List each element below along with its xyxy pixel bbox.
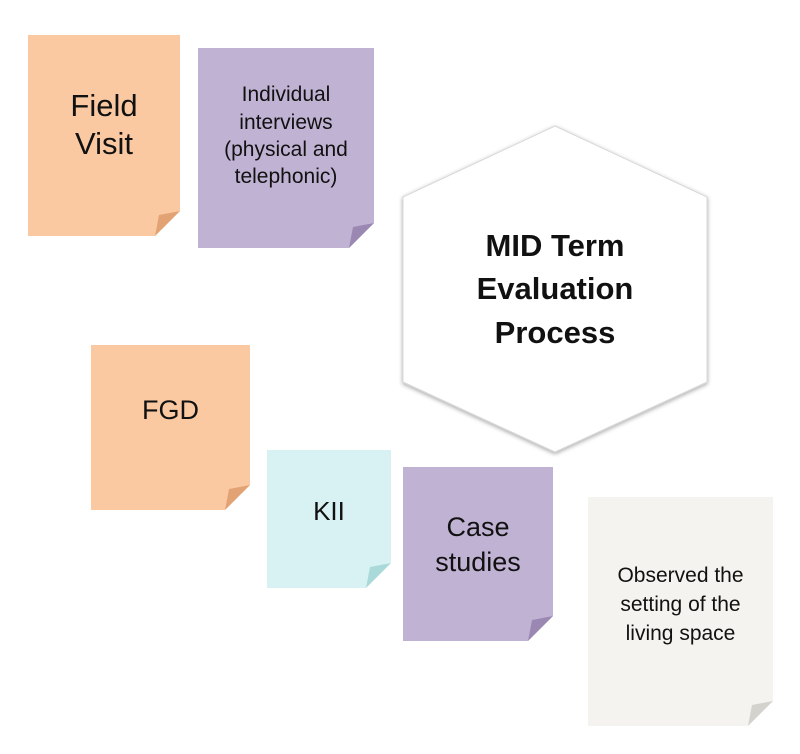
- note-line: setting of the: [620, 593, 741, 617]
- note-kii: KII: [267, 450, 391, 588]
- note-fold-corner: [366, 563, 391, 588]
- note-individual-interviews: Individual interviews (physical and tele…: [198, 48, 374, 248]
- note-line: Field: [70, 87, 138, 123]
- center-hexagon: [398, 122, 714, 458]
- sticky-note-shape: [403, 467, 553, 641]
- note-line: telephonic): [234, 165, 338, 189]
- center-title-line: Process: [494, 314, 616, 350]
- sticky-note-shape: [198, 48, 374, 248]
- note-observation: Observed the setting of the living space: [588, 497, 773, 726]
- sticky-note-shape: [588, 497, 773, 726]
- center-title-line: MID Term: [485, 227, 625, 263]
- note-line: Observed the: [617, 564, 744, 588]
- note-case-studies: Case studies: [403, 467, 553, 641]
- hexagon-shape: [402, 125, 708, 453]
- note-line: KII: [313, 496, 345, 527]
- note-body: [588, 497, 773, 726]
- note-line: Case: [446, 512, 510, 543]
- note-line: Individual: [241, 83, 331, 107]
- note-line: Visit: [74, 125, 133, 161]
- note-line: living space: [625, 621, 736, 645]
- note-body: [28, 35, 180, 236]
- note-line: studies: [435, 547, 521, 577]
- sticky-note-shape: [28, 35, 180, 236]
- note-line: interviews: [239, 110, 333, 134]
- sticky-note-shape: [91, 345, 250, 510]
- note-body: [198, 48, 374, 248]
- note-field-visit: Field Visit: [28, 35, 180, 236]
- note-fold-corner: [349, 223, 374, 248]
- note-fgd: FGD: [91, 345, 250, 510]
- note-fold-corner: [155, 211, 180, 236]
- note-fold-corner: [225, 485, 250, 510]
- note-body: [91, 345, 250, 510]
- center-title-line: Evaluation: [476, 271, 634, 307]
- note-body: [403, 467, 553, 641]
- center-title: MID Term Evaluation Process: [403, 126, 707, 452]
- note-fold-corner: [528, 616, 553, 641]
- note-fold-corner: [748, 701, 773, 726]
- note-body: [267, 450, 391, 588]
- note-line: FGD: [142, 394, 199, 425]
- note-line: (physical and: [224, 138, 348, 161]
- sticky-note-shape: [267, 450, 391, 588]
